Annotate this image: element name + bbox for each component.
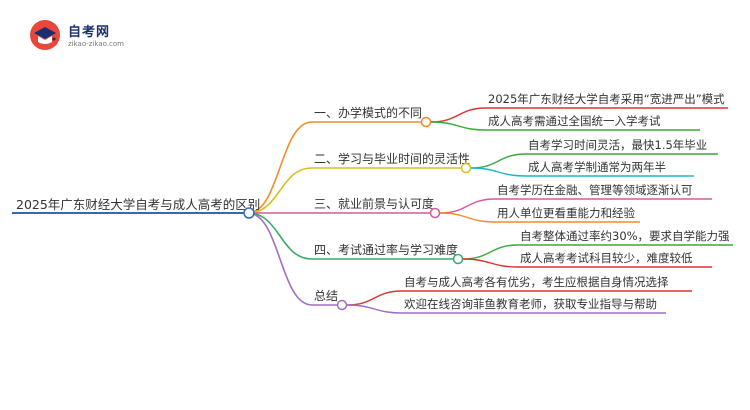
branch-edge-2 (247, 167, 313, 214)
leaf-label-1-2: 成人高考需通过全国统一入学考试 (488, 114, 661, 128)
leaf-edge-5-2 (346, 304, 403, 314)
root-collapse-toggle[interactable] (243, 207, 255, 219)
leaf-label-2-2: 成人高考学制通常为两年半 (528, 160, 666, 174)
logo-name: 自考网 (68, 25, 111, 40)
leaf-label-2-1: 自考学习时间灵活，最快1.5年毕业 (528, 138, 707, 152)
logo-url: zikao-zikao.com (68, 40, 124, 48)
branch-collapse-toggle-5[interactable] (336, 299, 348, 311)
leaf-edge-1-2 (430, 121, 487, 131)
branch-collapse-toggle-1[interactable] (420, 116, 432, 128)
leaf-label-4-2: 成人高考考试科目较少，难度较低 (520, 251, 693, 265)
leaf-label-3-2: 用人单位更看重能力和经验 (497, 206, 635, 220)
leaf-label-5-2: 欢迎在线咨询菲鱼教育老师，获取专业指导与帮助 (404, 297, 657, 311)
branch-label-3: 三、就业前景与认可度 (314, 196, 434, 211)
branch-collapse-toggle-4[interactable] (452, 253, 464, 265)
branch-label-2: 二、学习与毕业时间的灵活性 (314, 151, 470, 166)
leaf-label-1-1: 2025年广东财经大学自考采用“宽进严出”模式 (488, 92, 725, 106)
mind-map-edges (12, 107, 733, 314)
leaf-edge-4-2 (462, 258, 519, 268)
leaf-edge-4-1 (462, 244, 519, 260)
leaf-label-5-1: 自考与成人高考各有优劣，考生应根据自身情况选择 (404, 275, 669, 289)
graduation-cap-logo-icon (30, 20, 60, 50)
branch-label-5: 总结 (314, 289, 338, 303)
branch-edge-5 (247, 212, 313, 306)
leaf-edge-1-1 (430, 107, 487, 123)
leaf-edge-5-1 (346, 290, 403, 306)
branch-edge-1 (247, 121, 313, 214)
branch-collapse-toggle-3[interactable] (429, 207, 441, 219)
leaf-edge-3-2 (439, 212, 496, 223)
branch-edge-4 (247, 212, 313, 260)
branch-label-4: 四、考试通过率与学习难度 (314, 242, 458, 257)
leaf-label-4-1: 自考整体通过率约30%，要求自学能力强 (520, 229, 730, 243)
branch-label-1: 一、办学模式的不同 (314, 105, 422, 120)
leaf-edge-2-1 (470, 153, 527, 169)
leaf-label-3-1: 自考学历在金融、管理等领域逐渐认可 (497, 183, 693, 197)
mind-map-nodes: 2025年广东财经大学自考与成人高考的区别 一、办学模式的不同 2025年广东财经大… (16, 92, 730, 311)
root-node-label: 2025年广东财经大学自考与成人高考的区别 (16, 197, 260, 212)
site-logo[interactable]: 自考网 zikao-zikao.com (28, 16, 138, 56)
leaf-edge-3-1 (439, 198, 496, 214)
leaf-edge-2-2 (470, 167, 527, 177)
branch-collapse-toggle-2[interactable] (460, 162, 472, 174)
